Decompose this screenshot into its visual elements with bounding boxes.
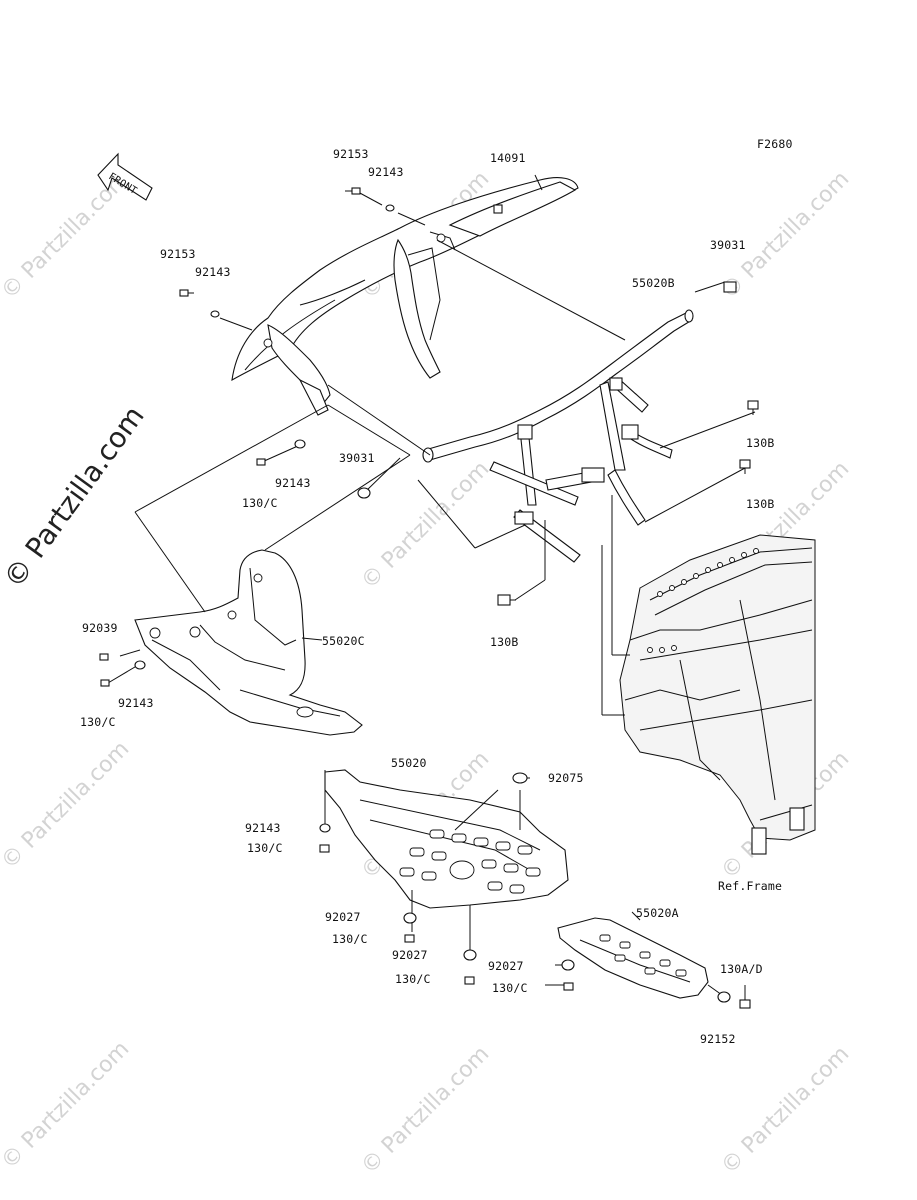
label-92153: 92153	[333, 147, 369, 161]
leader-lines	[107, 174, 756, 1000]
label-55020B: 55020B	[632, 276, 675, 290]
watermark-tile: © Partzilla.com	[0, 737, 134, 875]
bolt-icon	[256, 458, 266, 466]
figure-code: F2680	[757, 137, 793, 151]
label-55020: 55020	[391, 756, 427, 770]
guard-bracket-55020B	[422, 309, 694, 563]
bolt-icon	[345, 187, 361, 195]
frame-holes	[647, 548, 759, 653]
skid-plate-55020	[324, 769, 569, 909]
label-39031: 39031	[339, 451, 375, 465]
bolt-icon	[497, 594, 516, 606]
watermark-tile: © Partzilla.com	[717, 167, 855, 305]
cap-icon	[512, 772, 528, 784]
bolt-icon	[739, 999, 751, 1009]
watermark-tile: © Partzilla.com	[0, 1037, 134, 1175]
bolt-icon	[99, 653, 109, 661]
side-guard-55020C	[134, 549, 363, 736]
washer-icon	[717, 991, 731, 1003]
washer-icon	[294, 439, 306, 449]
label-55020C: 55020C	[322, 634, 365, 648]
label-92027: 92027	[488, 959, 524, 973]
watermark-tile: © Partzilla.com	[317, 0, 455, 9]
watermark-tile: © Partzilla.com	[717, 1042, 855, 1180]
label-130B: 130B	[746, 436, 775, 450]
label-92075: 92075	[548, 771, 584, 785]
bolt-icon	[747, 400, 759, 415]
label-130AD: 130A/D	[720, 962, 763, 976]
bolt-icon	[319, 844, 330, 853]
label-130B: 130B	[746, 497, 775, 511]
label-130C: 130/C	[332, 932, 368, 946]
label-130C: 130/C	[492, 981, 528, 995]
skid-plate-holes	[399, 829, 541, 894]
bolt-icon	[563, 982, 574, 991]
bolt-icon	[404, 934, 415, 943]
washer-icon	[134, 660, 146, 670]
label-92039: 92039	[82, 621, 118, 635]
skid-plate-55020A	[557, 917, 709, 999]
watermark-tile: © Partzilla.com	[687, 0, 825, 9]
label-130C: 130/C	[80, 715, 116, 729]
watermark-side: © Partzilla.com	[0, 400, 151, 594]
label-130C: 130/C	[395, 972, 431, 986]
hardware	[99, 187, 759, 1009]
watermark-tile: © Partzilla.com	[357, 1042, 495, 1180]
front-guard-14091	[231, 177, 579, 416]
reference-frame	[619, 534, 816, 855]
washer-icon	[319, 823, 331, 833]
washer-icon	[385, 204, 395, 212]
label-92143: 92143	[368, 165, 404, 179]
washer-icon	[403, 912, 417, 924]
bolt-icon	[464, 976, 475, 985]
label-92143: 92143	[245, 821, 281, 835]
nut-icon	[723, 281, 737, 293]
label-92153: 92153	[160, 247, 196, 261]
label-130C: 130/C	[247, 841, 283, 855]
bolt-icon	[739, 459, 751, 474]
label-130C: 130/C	[242, 496, 278, 510]
label-92143: 92143	[118, 696, 154, 710]
bolt-icon	[100, 679, 110, 687]
label-92027: 92027	[392, 948, 428, 962]
label-130B: 130B	[490, 635, 519, 649]
label-92152: 92152	[700, 1032, 736, 1046]
label-39031: 39031	[710, 238, 746, 252]
label-92143: 92143	[275, 476, 311, 490]
watermark-tile: © Partzilla.com	[357, 457, 495, 595]
part-labels: 14091 92153 92143 92153 92143 39031 5502…	[80, 147, 782, 1046]
ref-frame-label: Ref.Frame	[718, 879, 782, 893]
bolt-icon	[179, 289, 194, 297]
label-92143: 92143	[195, 265, 231, 279]
label-92027: 92027	[325, 910, 361, 924]
washer-icon	[210, 310, 220, 318]
washer-icon	[561, 959, 575, 971]
washer-icon	[463, 949, 477, 961]
label-14091: 14091	[490, 151, 526, 165]
watermark-tile: © Partzilla.com	[0, 167, 134, 305]
cap-icon	[357, 487, 371, 499]
label-55020A: 55020A	[636, 906, 679, 920]
